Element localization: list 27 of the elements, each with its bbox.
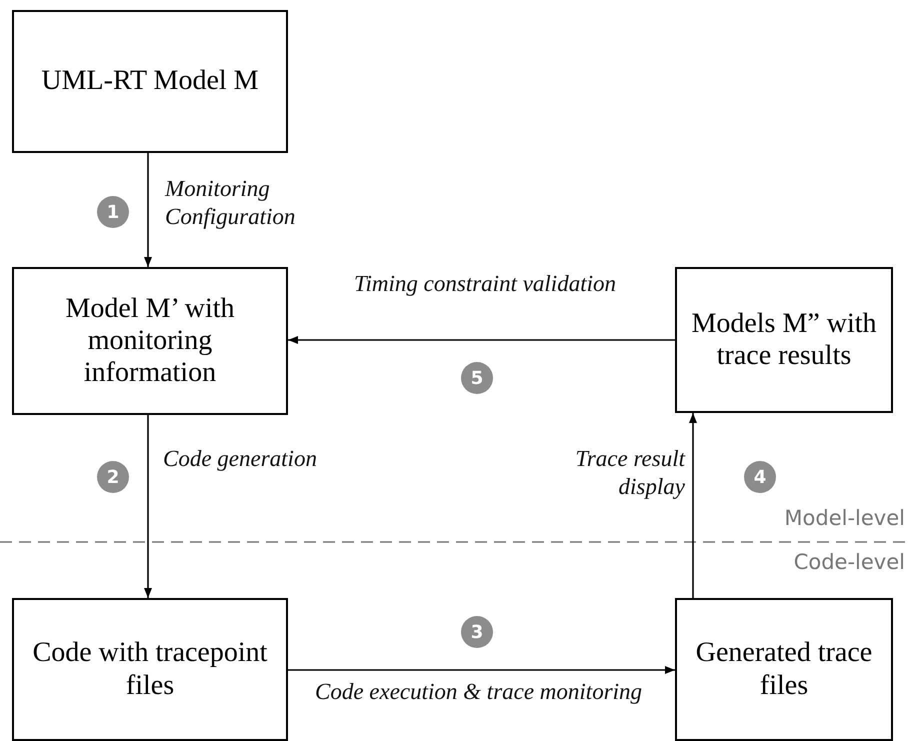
edge-label: Timing constraint validation bbox=[353, 270, 617, 298]
process-box bbox=[675, 267, 893, 413]
box-text: Code with tracepoint files bbox=[32, 637, 268, 702]
edge-label: Code execution & trace monitoring bbox=[315, 678, 644, 706]
step-number: 4 bbox=[744, 461, 776, 493]
process-box bbox=[12, 267, 288, 415]
edge-label: Monitoring Configuration bbox=[165, 175, 296, 230]
arrow bbox=[144, 415, 152, 598]
box-text: Model M’ with monitoring information bbox=[64, 292, 236, 390]
step-number: 1 bbox=[97, 196, 129, 228]
step-number: 3 bbox=[461, 616, 493, 648]
arrow bbox=[689, 413, 697, 598]
arrow bbox=[288, 336, 675, 344]
process-box bbox=[675, 598, 893, 741]
process-box bbox=[12, 598, 288, 741]
arrow bbox=[288, 666, 675, 674]
box-text: UML-RT Model M bbox=[41, 65, 259, 98]
process-box bbox=[12, 10, 288, 153]
level-label: Code-level bbox=[792, 550, 905, 574]
box-text: Models M” with trace results bbox=[690, 308, 878, 372]
step-number: 2 bbox=[97, 461, 129, 493]
arrow bbox=[144, 153, 152, 267]
box-text: Generated trace files bbox=[694, 637, 874, 702]
edge-label: Code generation bbox=[163, 445, 318, 473]
edge-label: Trace result display bbox=[574, 445, 685, 500]
step-number: 5 bbox=[461, 362, 493, 394]
level-label: Model-level bbox=[783, 506, 905, 530]
